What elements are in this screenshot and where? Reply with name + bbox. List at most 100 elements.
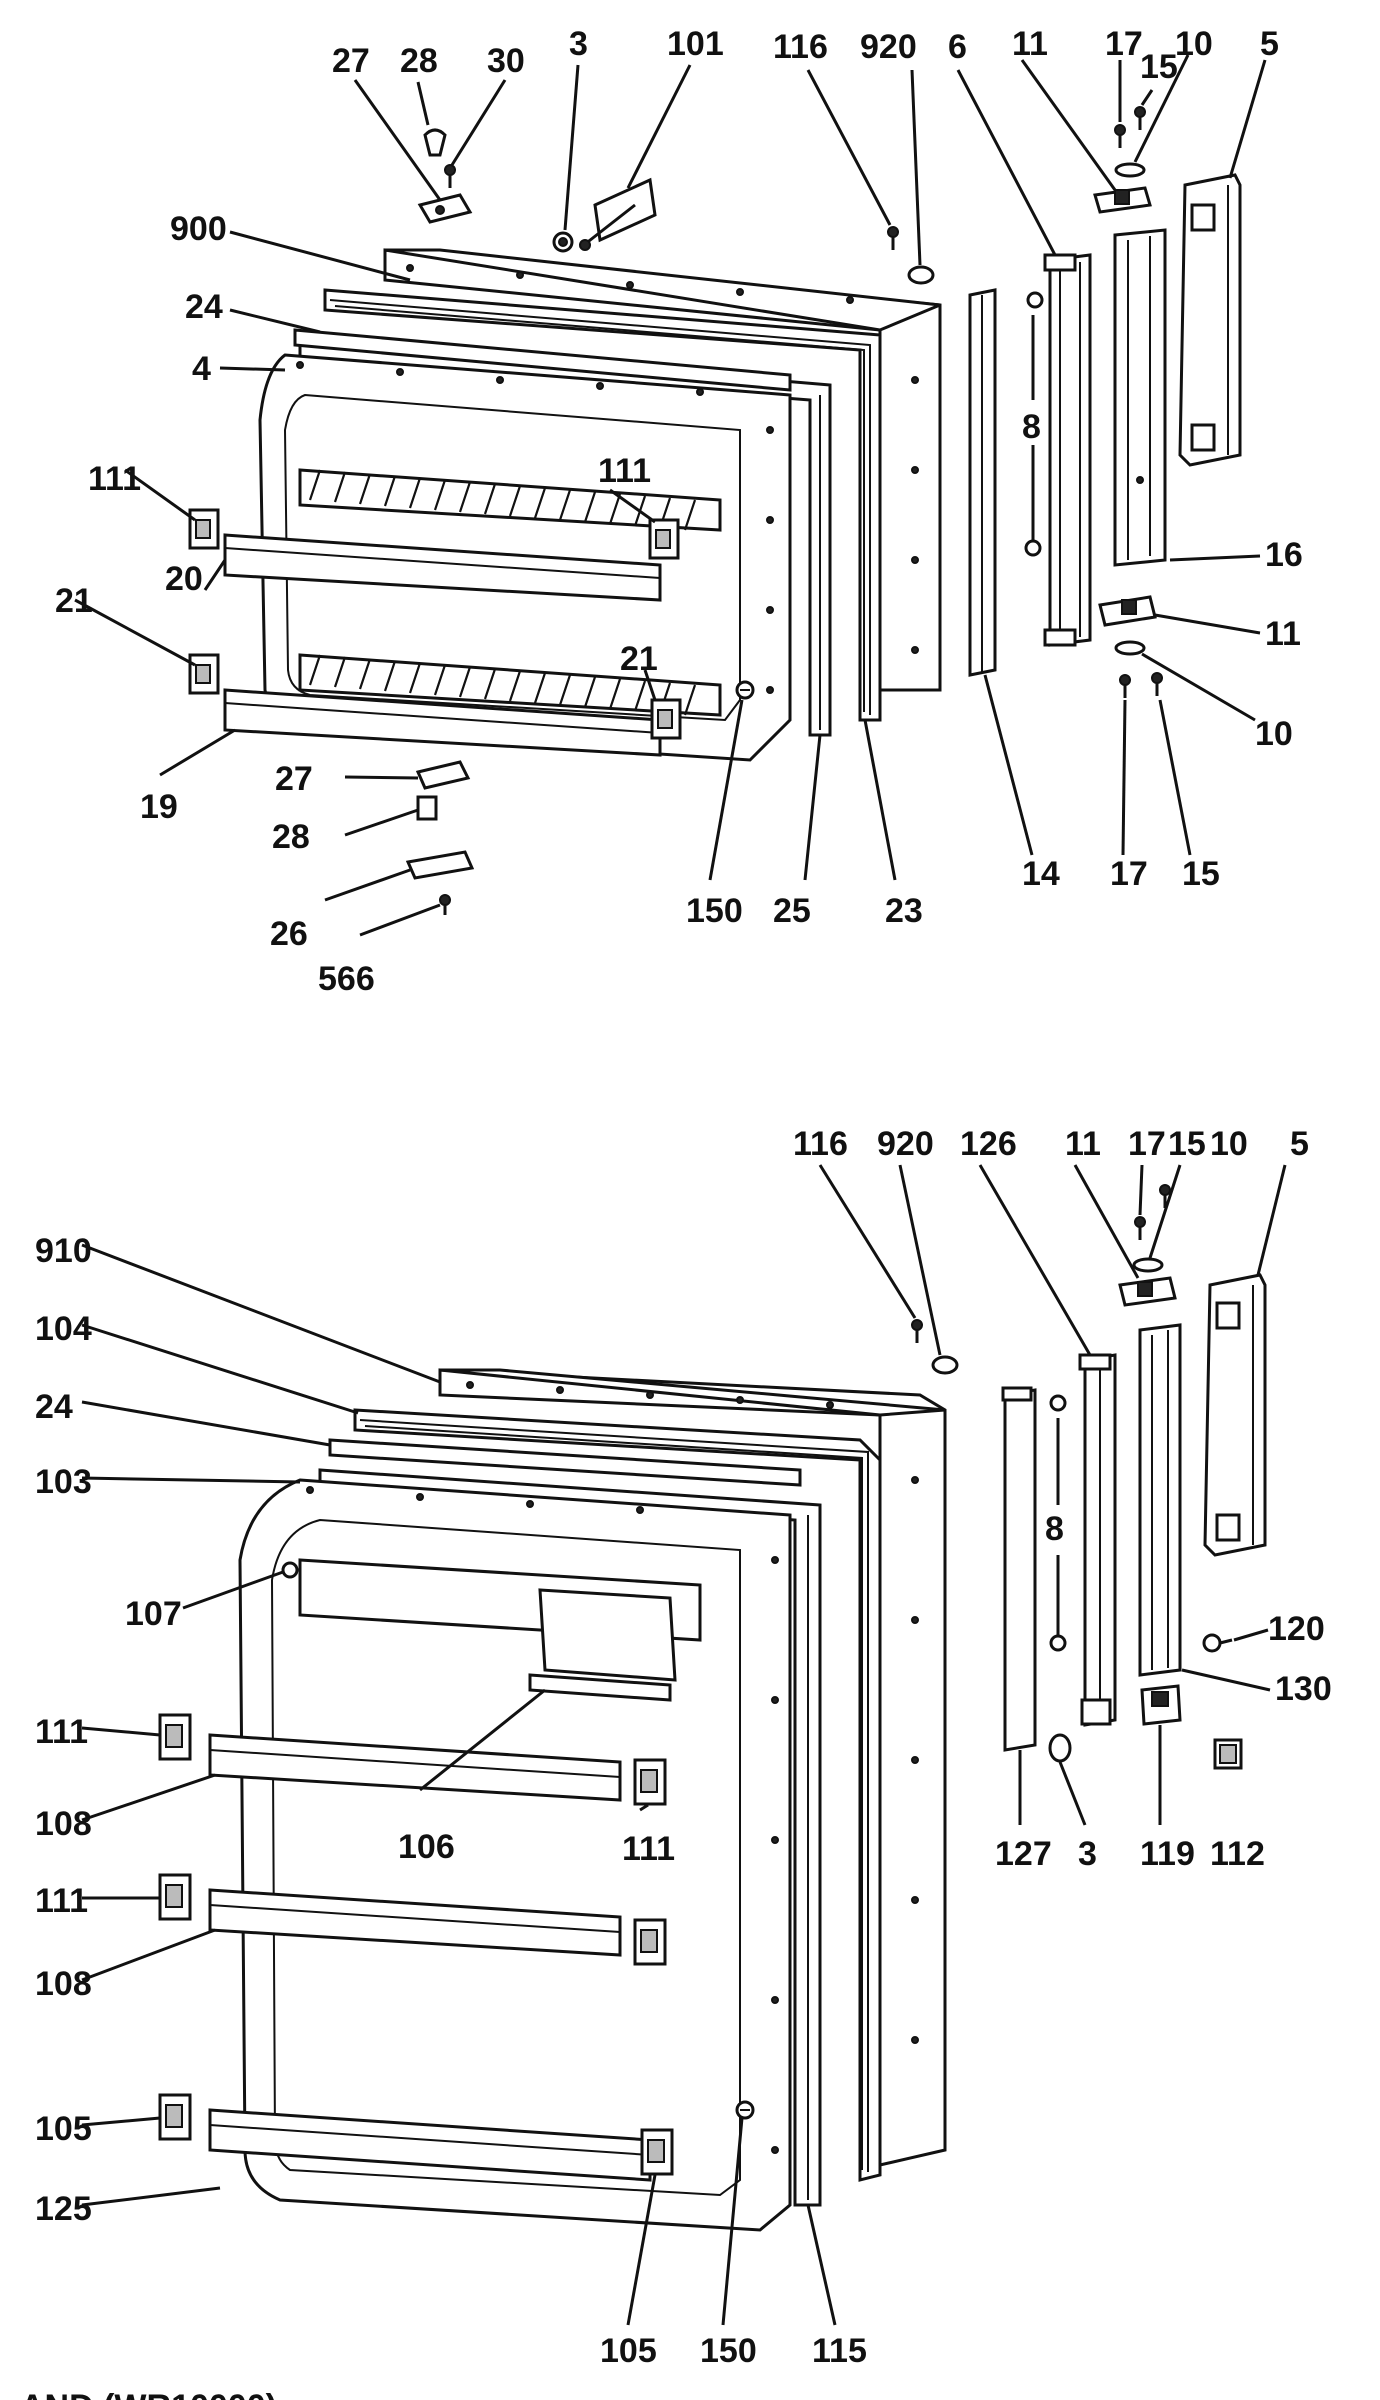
label-8: 8	[1022, 408, 1041, 446]
label-920: 920	[860, 28, 917, 66]
fresh-food-door-assembly	[81, 1164, 1287, 2326]
label-19: 19	[140, 788, 178, 826]
spacer-10-bottom	[1132, 1257, 1164, 1273]
door-handle-5-top	[1178, 173, 1242, 467]
retainer-101	[579, 177, 657, 251]
label-111: 111	[35, 1713, 88, 1751]
door-bar-125	[208, 2108, 652, 2182]
strip-127	[1001, 1386, 1037, 1752]
label-24: 24	[185, 288, 223, 326]
top-hinge-parts	[417, 128, 473, 224]
label-112: 112	[1210, 1835, 1265, 1873]
label-126: 126	[960, 1125, 1017, 1163]
clip-112	[1213, 1738, 1243, 1770]
label-21: 21	[620, 640, 658, 678]
screws-8-bottom	[1049, 1394, 1067, 1652]
label-17: 17	[1128, 1125, 1166, 1163]
cap-11-bottom	[1118, 1276, 1177, 1307]
label-8: 8	[1045, 1510, 1064, 1548]
label-10: 10	[1175, 25, 1213, 63]
breaker-strip-24	[293, 328, 792, 392]
label-120: 120	[1268, 1610, 1325, 1648]
screw-120	[1202, 1633, 1233, 1653]
label-17: 17	[1110, 855, 1148, 893]
label-116: 116	[793, 1125, 848, 1163]
callout-labels-bottom: 116 920 126 11 17 15 10 5 910 104 24 103…	[35, 1125, 1332, 2370]
label-27: 27	[275, 760, 313, 798]
label-16: 16	[1265, 536, 1303, 574]
plug-3-top	[552, 231, 574, 253]
end-caps-11-top	[1093, 186, 1157, 627]
screw-150-bottom	[735, 2100, 755, 2120]
label-125: 125	[35, 2190, 92, 2228]
label-116: 116	[773, 28, 828, 66]
label-108: 108	[35, 1965, 92, 2003]
label-900: 900	[170, 210, 227, 248]
label-566: 566	[318, 960, 375, 998]
label-6: 6	[948, 28, 967, 66]
shelf-end-caps	[188, 508, 682, 740]
strip-14	[968, 288, 997, 677]
label-15: 15	[1140, 48, 1178, 86]
shelf-bar-19	[223, 688, 662, 757]
screw-150-top	[735, 680, 755, 700]
callout-labels-top: 27 28 30 3 101 116 920 6 11 17 15 10 5 9…	[55, 25, 1303, 998]
label-17: 17	[1105, 25, 1143, 63]
label-4: 4	[192, 350, 211, 388]
breaker-strip-24-bottom	[328, 1438, 802, 1487]
plug-3-bottom	[1048, 1733, 1072, 1763]
label-15: 15	[1182, 855, 1220, 893]
label-105: 105	[35, 2110, 92, 2148]
label-24: 24	[35, 1388, 73, 1426]
freezer-door-assembly	[74, 54, 1267, 937]
label-107: 107	[125, 1595, 182, 1633]
outer-door-panel-910	[438, 1368, 947, 2167]
label-10: 10	[1210, 1125, 1248, 1163]
label-127: 127	[995, 1835, 1052, 1873]
label-11: 11	[1265, 615, 1301, 653]
label-101: 101	[667, 25, 724, 63]
label-28: 28	[272, 818, 310, 856]
label-20: 20	[165, 560, 203, 598]
label-11: 11	[1012, 25, 1048, 63]
end-cap-119	[1140, 1684, 1182, 1726]
label-5: 5	[1260, 25, 1279, 63]
label-25: 25	[773, 892, 811, 930]
label-920: 920	[877, 1125, 934, 1163]
label-104: 104	[35, 1310, 92, 1348]
screws-17-15-bottom	[1134, 1184, 1171, 1240]
handle-trim-130	[1138, 1323, 1182, 1677]
label-23: 23	[885, 892, 923, 930]
lower-shelf	[298, 653, 722, 717]
label-119: 119	[1140, 1835, 1195, 1873]
label-27: 27	[332, 42, 370, 80]
label-115: 115	[812, 2332, 867, 2370]
label-105: 105	[600, 2332, 657, 2370]
screw-116-top	[887, 226, 899, 250]
upper-shelf	[298, 468, 722, 532]
button-920-top	[907, 265, 935, 285]
door-gasket-23	[323, 288, 882, 722]
screws-17-15-top	[1114, 106, 1163, 698]
label-28: 28	[400, 42, 438, 80]
handle-bracket-126	[1078, 1353, 1117, 1727]
label-130: 130	[1275, 1670, 1332, 1708]
label-21: 21	[55, 582, 93, 620]
label-108: 108	[35, 1805, 92, 1843]
bar-end-caps	[158, 1713, 674, 2176]
door-handle-5-bottom	[1203, 1273, 1267, 1557]
handle-bracket-6	[1043, 253, 1092, 647]
handle-trim-16	[1113, 228, 1167, 567]
label-111: 111	[622, 1830, 675, 1868]
label-150: 150	[686, 892, 743, 930]
door-bar-108-upper	[208, 1733, 622, 1802]
label-106: 106	[398, 1828, 455, 1866]
label-111: 111	[35, 1882, 88, 1920]
leader-lines-bottom	[81, 1164, 1287, 2326]
label-5: 5	[1290, 1125, 1309, 1163]
label-3: 3	[1078, 1835, 1097, 1873]
label-30: 30	[487, 42, 525, 80]
button-920-bottom	[931, 1355, 959, 1375]
door-gasket-104	[353, 1408, 882, 2182]
